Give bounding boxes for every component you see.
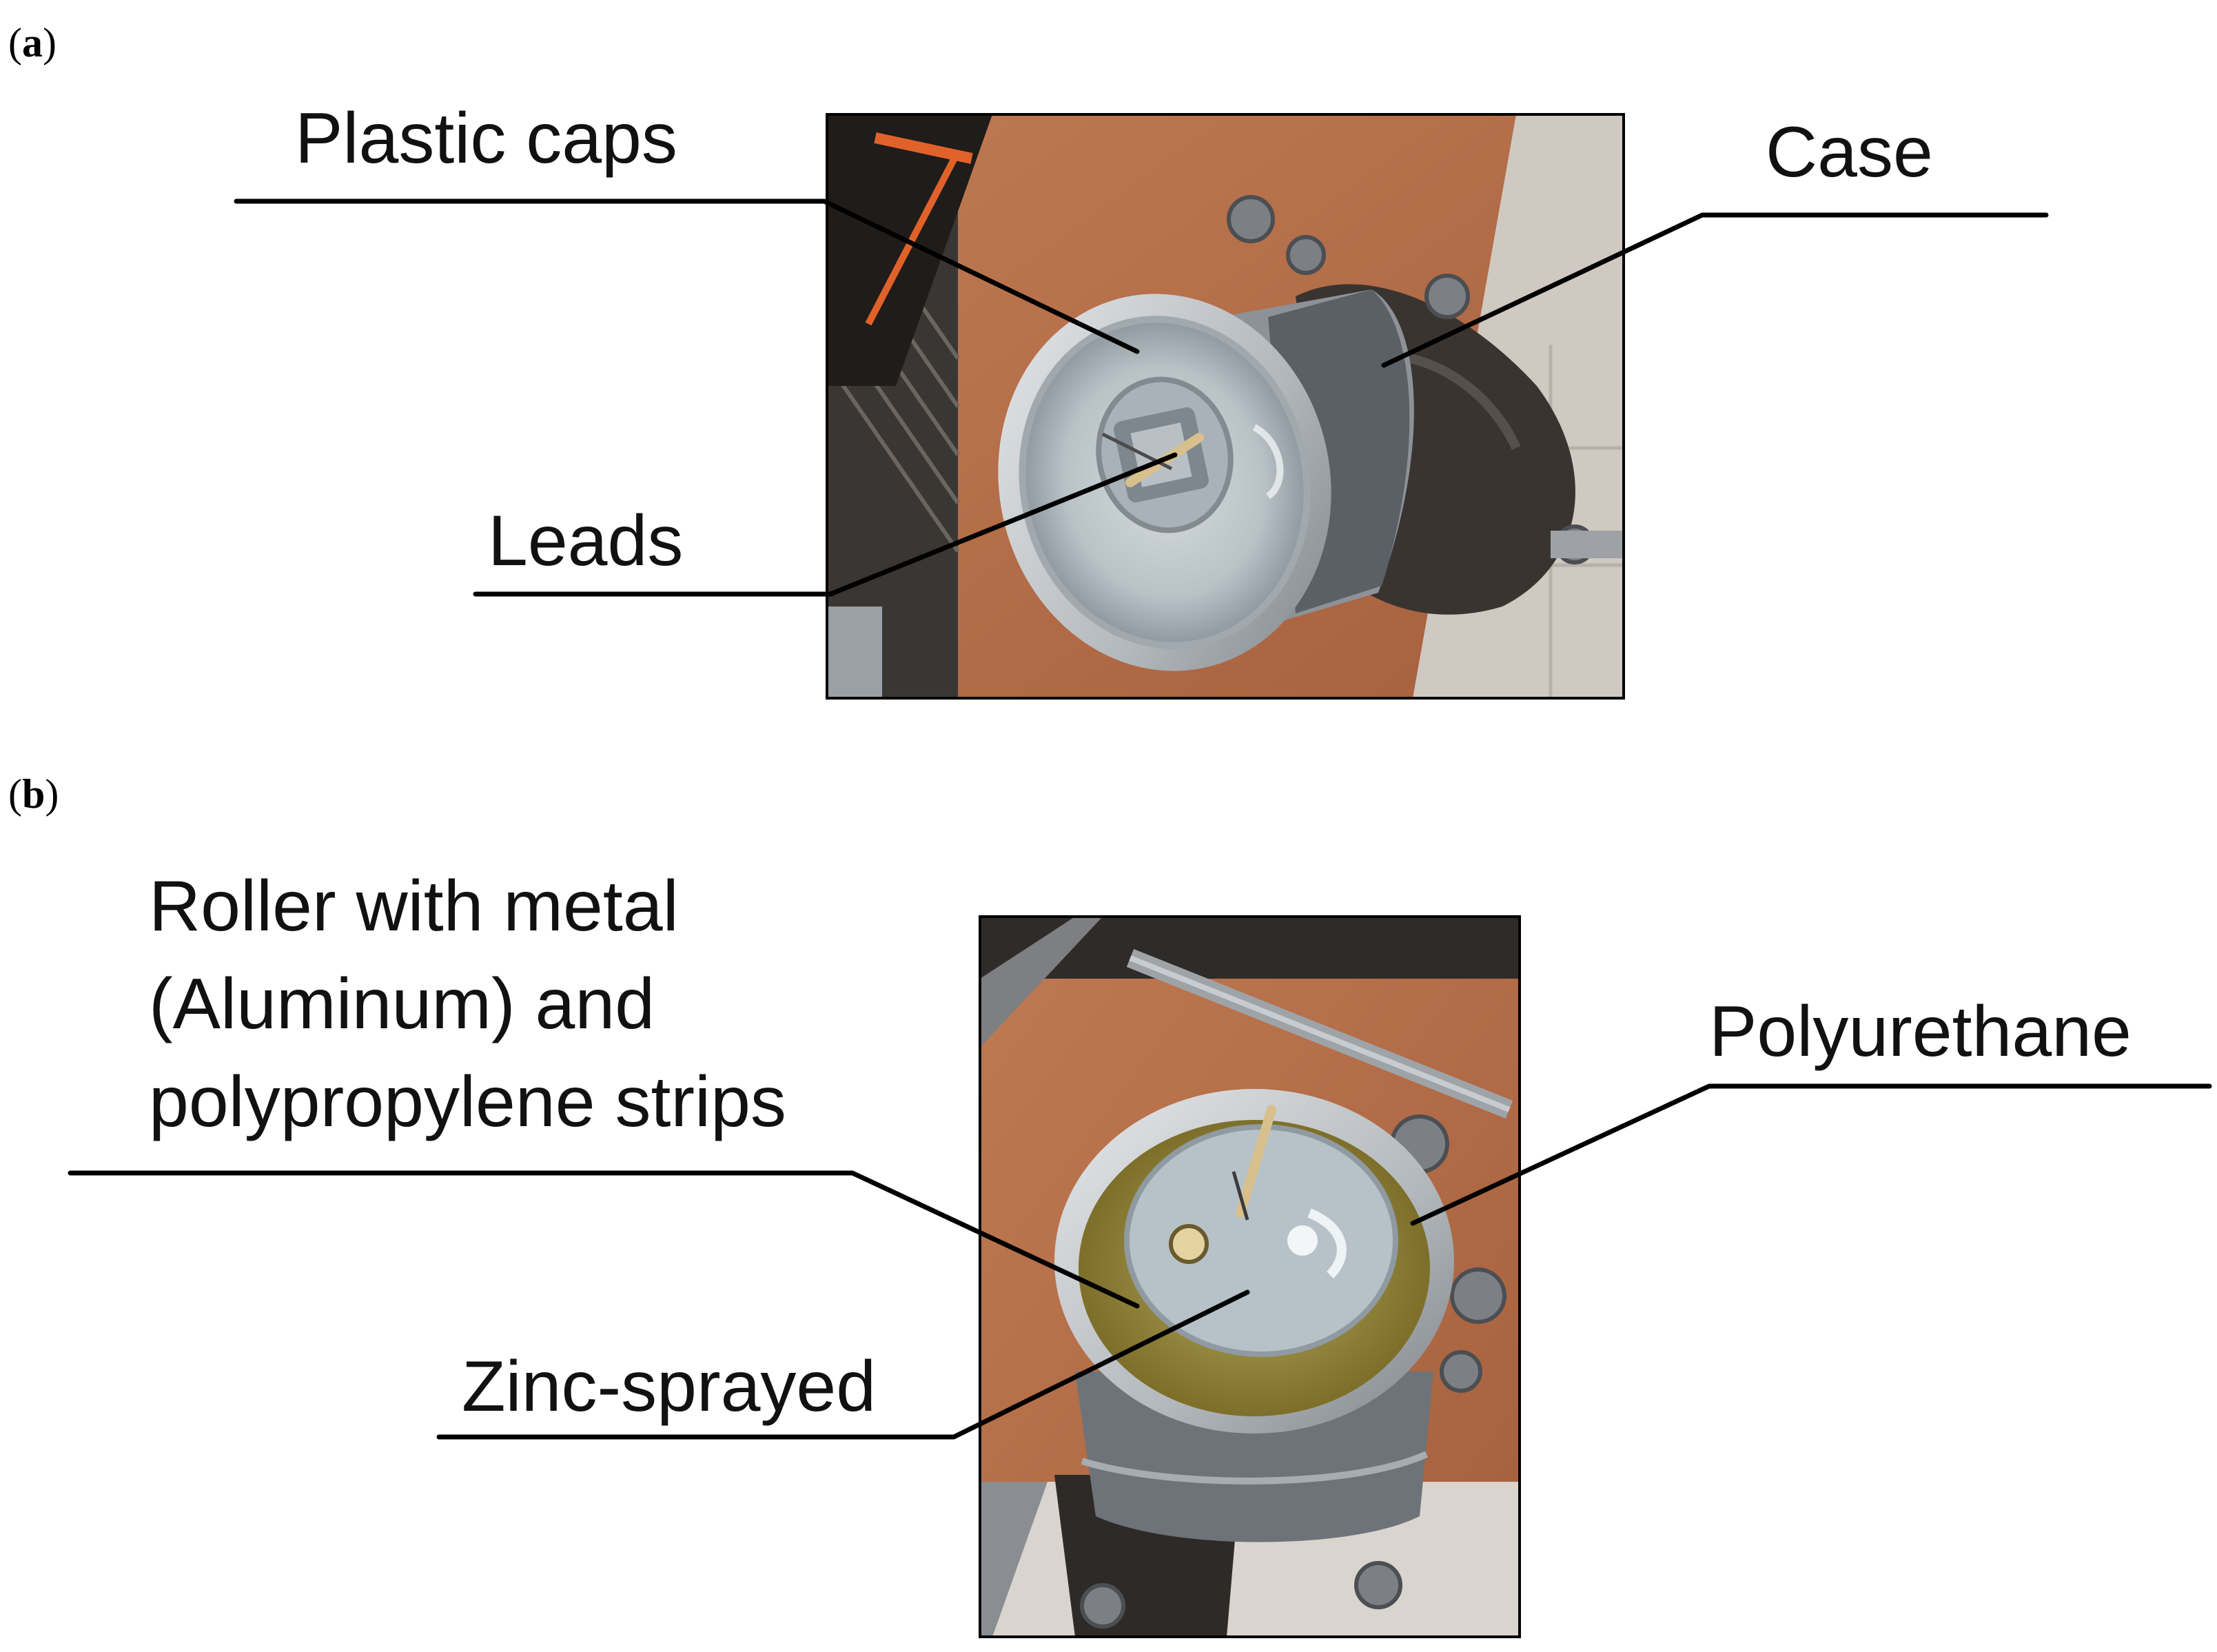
callout-plastic-caps: Plastic caps bbox=[295, 99, 677, 179]
callout-roller-line3: polypropylene strips bbox=[149, 1062, 786, 1142]
callout-roller-line2: (Aluminum) and bbox=[149, 964, 655, 1044]
photo-b bbox=[980, 917, 1520, 1637]
photo-a bbox=[827, 114, 1624, 698]
photo-b-frame bbox=[979, 915, 1521, 1638]
callout-zinc-sprayed: Zinc-sprayed bbox=[462, 1347, 876, 1427]
photo-a-frame bbox=[826, 113, 1625, 700]
callout-roller-line1: Roller with metal bbox=[149, 866, 679, 946]
leader-roller bbox=[68, 1170, 1140, 1309]
panel-a-label: (a) bbox=[8, 20, 57, 65]
leader-leads bbox=[473, 452, 1178, 597]
panel-b-label: (b) bbox=[8, 771, 59, 817]
leader-zinc-sprayed bbox=[436, 1289, 1250, 1440]
callout-leads: Leads bbox=[488, 501, 683, 581]
leader-plastic-caps bbox=[234, 198, 1140, 354]
callout-polyurethane: Polyurethane bbox=[1709, 992, 2132, 1072]
leader-polyurethane bbox=[1410, 1083, 2212, 1226]
leader-case bbox=[1381, 212, 2049, 368]
callout-case: Case bbox=[1766, 112, 1933, 192]
